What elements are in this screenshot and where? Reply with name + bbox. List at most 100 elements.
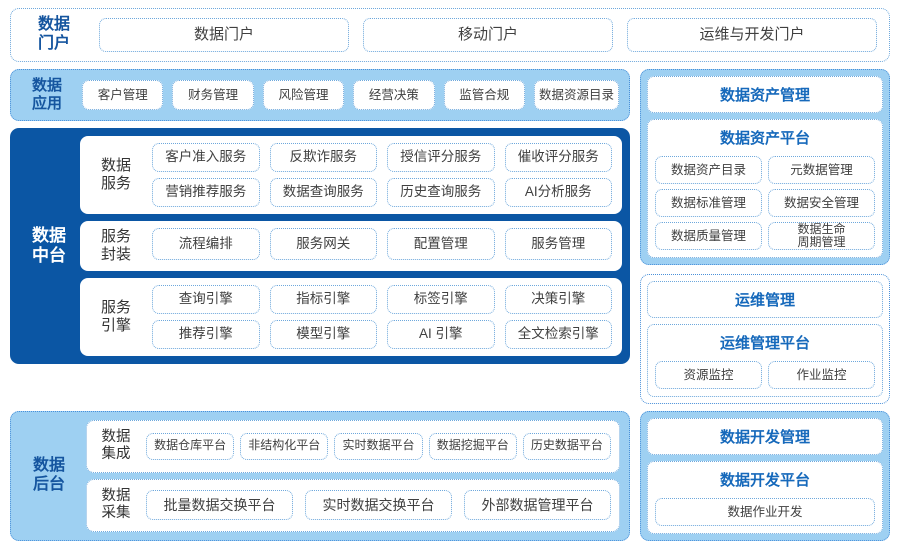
platform-card-title-line1: 服务 <box>100 227 131 245</box>
svc-item-customer-onboarding[interactable]: 客户准入服务 <box>152 142 260 172</box>
platform-card-title-line2: 封装 <box>100 245 131 263</box>
int-item-data-mining-platform[interactable]: 数据挖掘平台 <box>428 432 517 460</box>
asset-item-data-asset-catalog[interactable]: 数据资产目录 <box>655 155 762 184</box>
middle-region: 数据 应用 客户管理 财务管理 风险管理 经营决策 监管合规 数据资源目录 数据… <box>10 68 890 404</box>
platform-grid-data-service: 客户准入服务 反欺诈服务 授信评分服务 催收评分服务 营销推荐服务 数据查询服务… <box>152 142 612 207</box>
asset-item-metadata-mgmt[interactable]: 元数据管理 <box>768 155 875 184</box>
int-item-historical-data-platform[interactable]: 历史数据平台 <box>522 432 612 460</box>
portal-band-label: 数据 门户 <box>23 16 85 54</box>
portal-band-label-line1: 数据 <box>37 16 70 33</box>
svc-item-marketing-recommendation[interactable]: 营销推荐服务 <box>152 177 260 207</box>
app-item-regulatory-compliance[interactable]: 监管合规 <box>443 79 525 110</box>
svc-item-data-query[interactable]: 数据查询服务 <box>269 177 377 207</box>
enc-item-process-orchestration[interactable]: 流程编排 <box>152 227 260 260</box>
dev-management-header[interactable]: 数据开发管理 <box>647 417 883 455</box>
bottom-right-column: 数据开发管理 数据开发平台 数据作业开发 <box>640 410 890 541</box>
application-band-label: 数据 应用 <box>21 77 73 112</box>
asset-item-data-lifecycle-mgmt[interactable]: 数据生命 周期管理 <box>768 221 875 250</box>
platform-card-title-service-encapsulation: 服务 封装 <box>90 228 142 264</box>
eng-item-metric-engine[interactable]: 指标引擎 <box>269 284 377 314</box>
eng-item-recommendation-engine[interactable]: 推荐引擎 <box>152 319 260 349</box>
app-item-risk-mgmt[interactable]: 风险管理 <box>262 79 345 110</box>
platform-card-title-service-engine: 服务 引擎 <box>90 299 142 335</box>
portal-item-ops-dev-portal[interactable]: 运维与开发门户 <box>627 17 877 52</box>
asset-item-data-quality-mgmt[interactable]: 数据质量管理 <box>655 221 762 250</box>
col-item-batch-exchange-platform[interactable]: 批量数据交换平台 <box>146 490 293 521</box>
backend-card-title-line1: 数据 <box>101 487 131 504</box>
platform-card-service-engine: 服务 引擎 查询引擎 指标引擎 标签引擎 决策引擎 推荐引擎 模型引擎 AI 引… <box>80 277 622 356</box>
portal-item-mobile-portal[interactable]: 移动门户 <box>363 17 613 52</box>
portal-band-label-line2: 门户 <box>37 34 70 52</box>
platform-band-label: 数据 中台 <box>18 136 80 356</box>
asset-item-lifecycle-line1: 数据生命 <box>797 221 846 236</box>
asset-item-data-standard-mgmt[interactable]: 数据标准管理 <box>655 188 762 217</box>
app-item-customer-mgmt[interactable]: 客户管理 <box>82 79 164 110</box>
backend-card-title-data-integration: 数据 集成 <box>95 429 137 464</box>
asset-item-lifecycle-line2: 周期管理 <box>797 234 846 249</box>
application-band: 数据 应用 客户管理 财务管理 风险管理 经营决策 监管合规 数据资源目录 <box>10 68 630 121</box>
eng-item-tag-engine[interactable]: 标签引擎 <box>387 284 495 314</box>
middle-left-column: 数据 应用 客户管理 财务管理 风险管理 经营决策 监管合规 数据资源目录 数据… <box>10 68 630 404</box>
asset-platform-grid: 数据资产目录 元数据管理 数据标准管理 数据安全管理 数据质量管理 数据生命 周… <box>655 155 875 250</box>
asset-management-panel: 数据资产管理 数据资产平台 数据资产目录 元数据管理 数据标准管理 数据安全管理… <box>640 68 890 265</box>
svc-item-history-query[interactable]: 历史查询服务 <box>387 177 495 207</box>
app-item-business-decision[interactable]: 经营决策 <box>353 79 435 110</box>
eng-item-query-engine[interactable]: 查询引擎 <box>152 284 260 314</box>
dev-management-panel: 数据开发管理 数据开发平台 数据作业开发 <box>640 410 890 541</box>
int-item-unstructured-platform[interactable]: 非结构化平台 <box>240 432 329 460</box>
svc-item-anti-fraud[interactable]: 反欺诈服务 <box>269 142 377 172</box>
dev-platform-grid: 数据作业开发 <box>655 497 875 526</box>
platform-card-stack: 数据 服务 客户准入服务 反欺诈服务 授信评分服务 催收评分服务 营销推荐服务 … <box>80 135 622 356</box>
col-item-external-data-mgmt-platform[interactable]: 外部数据管理平台 <box>464 490 611 521</box>
eng-item-decision-engine[interactable]: 决策引擎 <box>504 284 612 314</box>
backend-card-data-integration: 数据 集成 数据仓库平台 非结构化平台 实时数据平台 数据挖掘平台 历史数据平台 <box>86 419 620 473</box>
platform-card-service-encapsulation: 服务 封装 流程编排 服务网关 配置管理 服务管理 <box>80 220 622 271</box>
svc-item-ai-analysis[interactable]: AI分析服务 <box>504 177 612 207</box>
backend-items-data-collection: 批量数据交换平台 实时数据交换平台 外部数据管理平台 <box>146 490 611 521</box>
portal-item-data-portal[interactable]: 数据门户 <box>99 17 349 52</box>
ops-platform-title: 运维管理平台 <box>719 334 810 352</box>
ops-management-header[interactable]: 运维管理 <box>647 280 883 318</box>
platform-card-title-data-service: 数据 服务 <box>90 157 142 193</box>
bottom-region: 数据 后台 数据 集成 数据仓库平台 非结构化平台 实时数据平台 数据挖掘平台 <box>10 410 890 541</box>
platform-card-data-service: 数据 服务 客户准入服务 反欺诈服务 授信评分服务 催收评分服务 营销推荐服务 … <box>80 135 622 214</box>
platform-card-title-line1: 数据 <box>100 156 131 174</box>
dev-item-data-job-development[interactable]: 数据作业开发 <box>655 497 875 526</box>
middle-right-column: 数据资产管理 数据资产平台 数据资产目录 元数据管理 数据标准管理 数据安全管理… <box>640 68 890 404</box>
ops-platform-body: 运维管理平台 资源监控 作业监控 <box>647 323 883 397</box>
backend-items-data-integration: 数据仓库平台 非结构化平台 实时数据平台 数据挖掘平台 历史数据平台 <box>146 432 612 460</box>
int-item-realtime-data-platform[interactable]: 实时数据平台 <box>334 432 423 460</box>
backend-card-title-line1: 数据 <box>101 428 131 445</box>
backend-card-data-collection: 数据 采集 批量数据交换平台 实时数据交换平台 外部数据管理平台 <box>86 478 620 532</box>
platform-grid-service-encapsulation: 流程编排 服务网关 配置管理 服务管理 <box>152 227 612 264</box>
svc-item-collection-scoring[interactable]: 催收评分服务 <box>504 142 612 172</box>
enc-item-service-gateway[interactable]: 服务网关 <box>269 227 377 260</box>
asset-management-header[interactable]: 数据资产管理 <box>647 75 883 113</box>
data-midplatform-band: 数据 中台 数据 服务 客户准入服务 反欺诈服务 授信 <box>10 127 630 364</box>
app-item-data-resource-catalog[interactable]: 数据资源目录 <box>533 79 619 110</box>
architecture-diagram: 数据 门户 数据门户 移动门户 运维与开发门户 数据 应用 客户管理 财务管理 … <box>10 8 890 541</box>
eng-item-model-engine[interactable]: 模型引擎 <box>269 319 377 349</box>
application-band-label-line1: 数据 <box>31 77 62 95</box>
enc-item-service-mgmt[interactable]: 服务管理 <box>504 227 612 260</box>
backend-card-stack: 数据 集成 数据仓库平台 非结构化平台 实时数据平台 数据挖掘平台 历史数据平台… <box>86 419 620 532</box>
eng-item-fulltext-search-engine[interactable]: 全文检索引擎 <box>504 319 612 349</box>
platform-card-title-line1: 服务 <box>100 298 131 316</box>
enc-item-config-mgmt[interactable]: 配置管理 <box>387 227 495 260</box>
asset-platform-title: 数据资产平台 <box>719 129 810 147</box>
backend-card-title-line2: 采集 <box>101 505 131 522</box>
backend-band-label-line2: 后台 <box>32 475 65 493</box>
int-item-data-warehouse-platform[interactable]: 数据仓库平台 <box>146 432 235 460</box>
svc-item-credit-scoring[interactable]: 授信评分服务 <box>387 142 495 172</box>
dev-platform-body: 数据开发平台 数据作业开发 <box>647 460 883 534</box>
asset-item-data-security-mgmt[interactable]: 数据安全管理 <box>768 188 875 217</box>
col-item-realtime-exchange-platform[interactable]: 实时数据交换平台 <box>305 490 452 521</box>
ops-item-resource-monitoring[interactable]: 资源监控 <box>655 360 762 389</box>
ops-item-job-monitoring[interactable]: 作业监控 <box>768 360 875 389</box>
ops-platform-grid: 资源监控 作业监控 <box>655 360 875 389</box>
eng-item-ai-engine[interactable]: AI 引擎 <box>387 319 495 349</box>
app-item-finance-mgmt[interactable]: 财务管理 <box>172 79 254 110</box>
platform-grid-service-engine: 查询引擎 指标引擎 标签引擎 决策引擎 推荐引擎 模型引擎 AI 引擎 全文检索… <box>152 284 612 349</box>
application-band-label-line2: 应用 <box>31 94 62 112</box>
backend-card-title-line2: 集成 <box>101 446 131 463</box>
